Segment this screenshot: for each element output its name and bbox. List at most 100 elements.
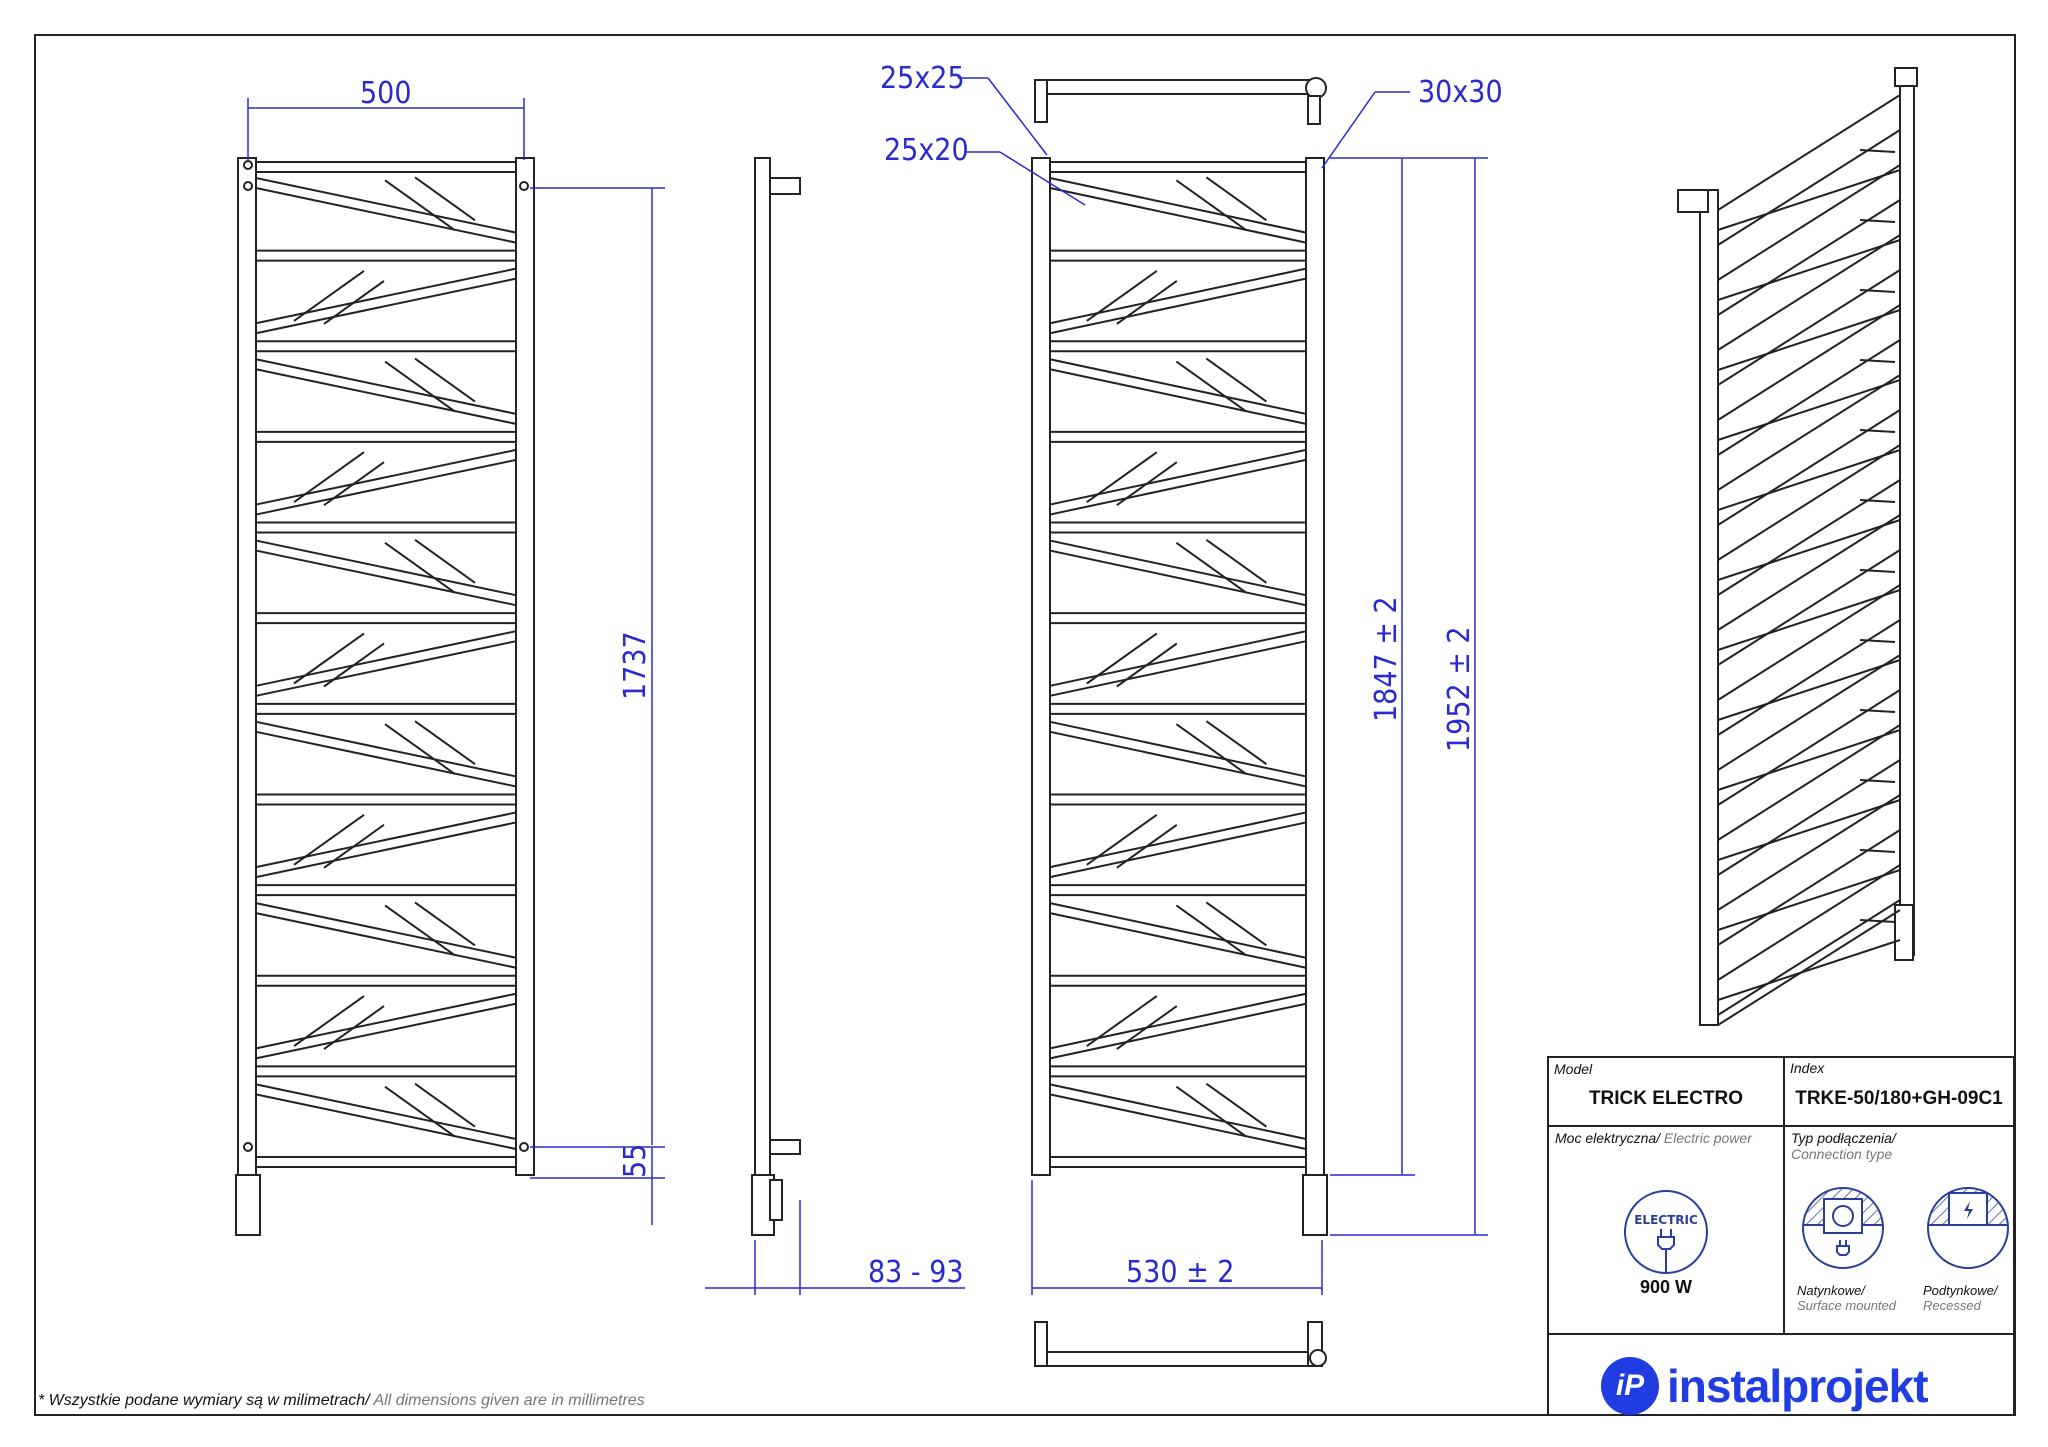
accent-bar: [1116, 461, 1178, 507]
accent-bar: [414, 357, 476, 403]
diagonal-bar: [255, 187, 517, 244]
diagonal-bar: [255, 912, 517, 969]
model-label: Model: [1554, 1061, 1593, 1077]
model-cell: Model TRICK ELECTRO: [1549, 1058, 1785, 1127]
diagonal-bar: [1049, 1083, 1307, 1140]
perspective-rail: [1717, 444, 1901, 561]
heating-element-cap: [769, 1179, 783, 1221]
accent-bar: [1205, 720, 1267, 765]
dim-profile-30x30: 30x30: [1418, 75, 1503, 110]
accent-bar: [1175, 542, 1247, 594]
diagonal-bar: [1049, 811, 1307, 869]
accent-bar: [293, 813, 365, 866]
diagonal-bar: [255, 640, 517, 697]
perspective-rail: [1717, 164, 1901, 281]
perspective-diagonal: [1717, 379, 1901, 441]
bracket: [1307, 95, 1321, 125]
bottom-bar: [1034, 1351, 1321, 1367]
dim-height-frame: 1847 ± 2: [1369, 596, 1404, 722]
accent-bar: [293, 995, 365, 1047]
footnote: * Wszystkie podane wymiary są w milimetr…: [38, 1392, 645, 1409]
diagonal-bar: [255, 448, 517, 506]
perspective-rail: [1717, 794, 1901, 911]
accent-bar: [384, 360, 456, 413]
perspective-rail: [1717, 689, 1901, 806]
diagonal-bar: [255, 811, 517, 869]
top-view: [1034, 77, 1327, 125]
perspective-rail: [1717, 829, 1901, 946]
wall-bracket: [769, 177, 801, 195]
brand-cell: iP instalprojekt: [1549, 1335, 2015, 1415]
perspective-diagonal: [1717, 939, 1901, 1001]
accent-bar: [1086, 813, 1158, 866]
accent-bar: [1175, 360, 1247, 413]
diagonal-bar: [1049, 549, 1307, 607]
bracket: [1034, 79, 1048, 123]
diagonal-bar: [255, 720, 517, 778]
accent-bar: [1116, 1005, 1178, 1050]
diagonal-bar: [1049, 187, 1307, 244]
perspective-post-left: [1699, 189, 1719, 1026]
accent-bar: [1086, 632, 1158, 685]
bottom-view: [1034, 1321, 1327, 1367]
accent-bar: [323, 1005, 385, 1050]
diagonal-bar: [255, 992, 517, 1050]
sheet-border: [34, 34, 2016, 1416]
diagonal-bar: [1049, 720, 1307, 778]
diagonal-bar: [255, 549, 517, 607]
dim-width-top: 500: [360, 76, 412, 111]
brand-name: instalprojekt: [1667, 1360, 1929, 1412]
accent-bar: [293, 632, 365, 685]
accent-bar: [1086, 995, 1158, 1047]
accent-bar: [1205, 901, 1267, 947]
brand-logo: iP instalprojekt: [1601, 1357, 1929, 1415]
electric-icon-text: ELECTRIC: [1634, 1213, 1698, 1227]
diagonal-bar: [255, 1002, 517, 1060]
accent-bar: [384, 542, 456, 594]
diagonal-bar: [1049, 730, 1307, 788]
perspective-fin: [1859, 709, 1896, 713]
perspective-fin: [1859, 359, 1896, 363]
brand-mark: iP: [1601, 1357, 1659, 1415]
mount-bracket: [243, 1142, 253, 1152]
perspective-rail: [1717, 199, 1901, 316]
right-post: [515, 157, 535, 1176]
perspective-rail: [1717, 339, 1901, 456]
accent-bar: [384, 904, 456, 957]
info-table: Model TRICK ELECTRO Index TRKE-50/180+GH…: [1547, 1056, 2015, 1415]
perspective-fin: [1859, 569, 1896, 573]
accent-bar: [1205, 357, 1267, 403]
perspective-fin: [1859, 219, 1896, 223]
perspective-rail: [1717, 549, 1901, 666]
perspective-rail: [1717, 409, 1901, 526]
leader-line: [1321, 91, 1376, 169]
heating-element: [235, 1174, 261, 1236]
accent-bar: [414, 720, 476, 765]
accent-bar: [323, 823, 385, 869]
perspective-rail: [1717, 374, 1901, 491]
perspective-diagonal: [1717, 869, 1901, 931]
side-view: [751, 157, 801, 1236]
surface-mounted-label: Natynkowe/Surface mounted: [1797, 1283, 1897, 1313]
perspective-diagonal: [1717, 449, 1901, 511]
perspective-diagonal: [1717, 169, 1901, 231]
accent-bar: [384, 723, 456, 775]
diagonal-bar: [1049, 177, 1307, 234]
diagonal-bar: [1049, 912, 1307, 969]
perspective-diagonal: [1717, 519, 1901, 581]
perspective-fin: [1859, 499, 1896, 503]
accent-bar: [1116, 642, 1178, 688]
radiator-views: [235, 67, 1918, 1367]
dim-height-total: 1952 ± 2: [1442, 626, 1477, 752]
diagonal-bar: [1049, 992, 1307, 1050]
diagonal-bar: [255, 539, 517, 597]
perspective-rail: [1717, 864, 1901, 981]
diagonal-bar: [1049, 1002, 1307, 1060]
right-post: [1305, 157, 1325, 1176]
accent-bar: [384, 179, 456, 232]
perspective-rail: [1717, 619, 1901, 736]
index-label: Index: [1790, 1060, 1825, 1076]
diagonal-bar: [255, 902, 517, 959]
accent-bar: [414, 539, 476, 584]
